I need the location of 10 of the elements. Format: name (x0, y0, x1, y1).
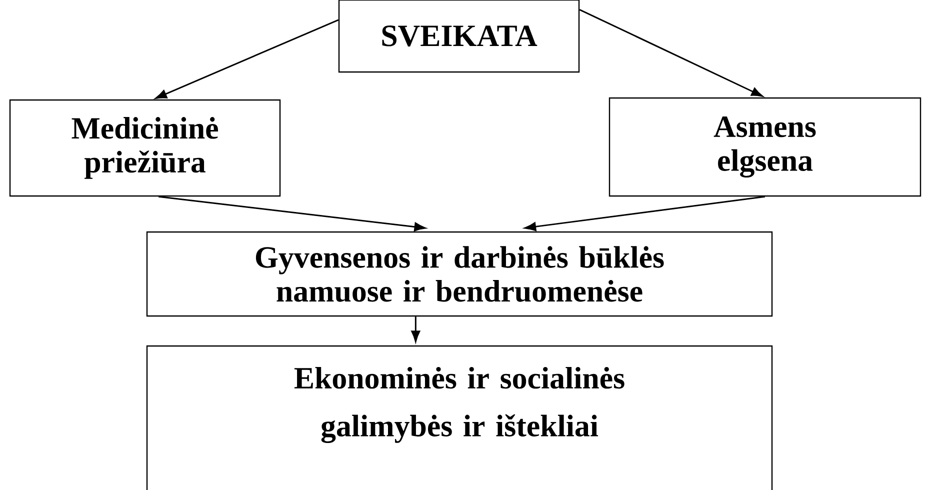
arrow (579, 8, 763, 97)
arrow (155, 19, 339, 99)
arrow (411, 316, 420, 342)
text-box: Ekonominės ir socialinės galimybės ir ištekliai (146, 345, 773, 490)
arrow (158, 196, 426, 232)
text-box: SVEIKATA (338, 0, 580, 73)
arrow (524, 196, 766, 232)
text-box: Medicininė priežiūra (9, 99, 281, 197)
text-box: Asmens elgsena (608, 97, 922, 197)
text-box: Gyvensenos ir darbinės būklės namuose ir bendruomenėse (146, 231, 773, 317)
